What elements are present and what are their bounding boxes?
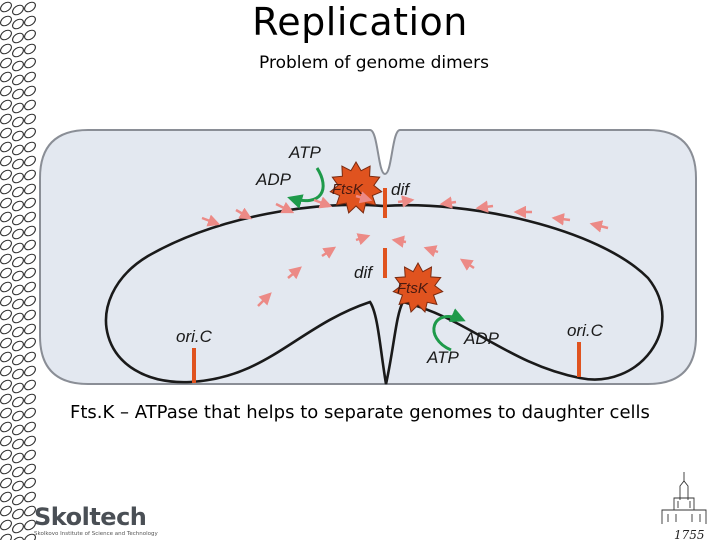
chromosome-dimer	[104, 203, 664, 385]
ftsk-bottom-label: FtsK	[397, 280, 429, 297]
atp-hydrolysis-arrow-bottom	[432, 308, 466, 352]
cell-outline	[39, 129, 697, 385]
atp-top-label: ATP	[288, 143, 321, 162]
adp-bottom-label: ADP	[463, 329, 500, 348]
ftsk-starburst-bottom	[392, 261, 444, 313]
pink-arrow-9	[551, 213, 571, 226]
pink-arrow-6	[439, 196, 457, 209]
oric-right-label: ori.C	[567, 321, 604, 340]
pink-arrow-13	[321, 246, 337, 259]
university-emblem-icon	[661, 472, 707, 524]
pink-arrow-1	[235, 207, 253, 220]
ftsk-top-label: FtsK	[332, 181, 364, 198]
slide-title: Replication	[252, 0, 468, 44]
atp-hydrolysis-arrow-top	[287, 167, 325, 209]
pink-arrow-15	[391, 235, 407, 248]
pink-arrow-7	[475, 200, 494, 213]
logo-tagline: Skolkovo Institute of Science and Techno…	[34, 531, 158, 537]
cell-division-diagram: ATP ADP FtsK dif dif FtsK ADP ATP ori.C …	[39, 129, 697, 385]
slide-subtitle: Problem of genome dimers	[259, 53, 489, 73]
dif-bottom-label: dif	[354, 263, 374, 282]
pink-arrow-14	[355, 233, 371, 246]
translocation-arrows	[201, 191, 609, 307]
starburst-shape	[392, 261, 444, 313]
oric-left-label: ori.C	[176, 327, 213, 346]
slide-caption: Fts.K – ATPase that helps to separate ge…	[70, 402, 650, 423]
atp-bottom-label: ATP	[426, 348, 459, 367]
pink-arrow-17	[459, 258, 475, 271]
pink-arrow-10	[589, 220, 609, 233]
pink-arrow-16	[423, 245, 439, 258]
pink-arrow-0	[201, 214, 221, 227]
pink-arrow-2	[275, 201, 295, 214]
adp-top-label: ADP	[255, 170, 292, 189]
dif-top-label: dif	[391, 180, 411, 199]
logo-name-a: Skol	[34, 503, 90, 531]
pink-arrow-3	[313, 196, 333, 209]
skoltech-logo: Skoltech Skolkovo Institute of Science a…	[30, 503, 158, 540]
pink-arrow-5	[397, 195, 415, 208]
pink-arrow-4	[355, 191, 373, 204]
pink-arrow-12	[287, 266, 302, 280]
emblem-year: 1755	[674, 528, 705, 542]
chain-border	[0, 1, 36, 540]
pink-arrow-11	[257, 292, 272, 307]
logo-name-b: tech	[89, 503, 147, 531]
